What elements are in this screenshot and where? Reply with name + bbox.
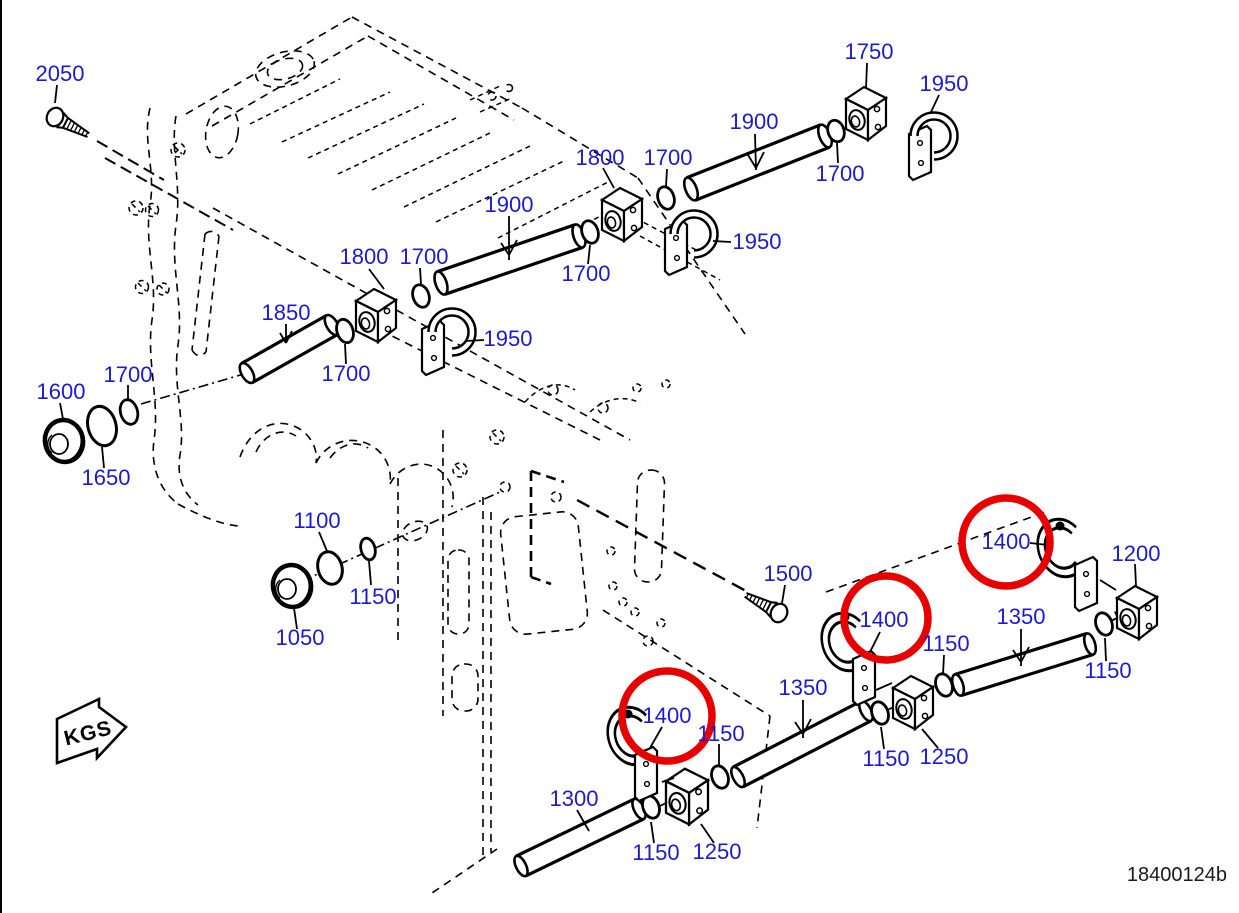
part-label-1700[interactable]: 1700	[321, 361, 371, 386]
kgs-arrow-icon	[55, 696, 128, 765]
part-label-1500[interactable]: 1500	[763, 561, 813, 586]
tube-1300	[513, 797, 647, 878]
kgs-stamp: KGS	[55, 696, 128, 765]
oring-1150-a	[359, 536, 377, 562]
oring-1700-b	[335, 317, 355, 345]
part-label-1150[interactable]: 1150	[922, 631, 970, 656]
part-label-1250[interactable]: 1250	[692, 839, 742, 864]
oring-1100	[316, 550, 344, 586]
block-1750	[844, 85, 888, 142]
part-label-1750[interactable]: 1750	[844, 39, 894, 64]
oring-1700-left	[118, 398, 140, 426]
part-label-1400-circled[interactable]: 1400	[859, 607, 909, 632]
leader-lines	[54, 62, 1137, 844]
part-label-1300[interactable]: 1300	[549, 786, 599, 811]
part-label-1400-circled[interactable]: 1400	[642, 703, 692, 728]
part-label-1700[interactable]: 1700	[643, 145, 693, 170]
oring-1650	[86, 404, 118, 448]
part-label-1950[interactable]: 1950	[732, 229, 782, 254]
part-label-1950[interactable]: 1950	[483, 326, 533, 351]
oring-1700-e	[656, 185, 676, 211]
oring-1700-c	[411, 283, 431, 309]
tube-1350-left	[729, 699, 875, 789]
tube-1350-right	[950, 631, 1098, 698]
oring-1700-d	[580, 219, 600, 245]
page-edge-line	[0, 0, 2, 913]
part-label-1900[interactable]: 1900	[729, 109, 779, 134]
oring-1700-f	[826, 118, 846, 144]
part-label-1350[interactable]: 1350	[778, 675, 828, 700]
plug-1600	[41, 417, 87, 466]
part-label-1150[interactable]: 1150	[697, 721, 745, 746]
engine-block-outline	[128, 16, 1046, 894]
oring-1150-c	[710, 764, 730, 790]
highlight-circle-2	[840, 572, 932, 664]
part-label-1900[interactable]: 1900	[484, 192, 534, 217]
clip-1950-right	[908, 109, 961, 182]
highlight-circle-3	[958, 494, 1054, 590]
block-1200	[1115, 584, 1159, 641]
bolt-2050	[42, 103, 95, 144]
part-label-1800[interactable]: 1800	[575, 145, 625, 170]
part-label-1850[interactable]: 1850	[261, 300, 311, 325]
oring-1150-f	[1094, 611, 1114, 637]
block-1250-right	[891, 674, 935, 731]
clip-1950-middle	[665, 207, 721, 277]
part-label-1150[interactable]: 1150	[862, 746, 910, 771]
part-label-1950[interactable]: 1950	[919, 71, 969, 96]
part-label-1600[interactable]: 1600	[36, 379, 86, 404]
part-label-1050[interactable]: 1050	[275, 625, 325, 650]
part-label-1800[interactable]: 1800	[339, 244, 389, 269]
part-label-1150[interactable]: 1150	[632, 840, 680, 865]
part-label-1700[interactable]: 1700	[561, 261, 611, 286]
part-label-1700[interactable]: 1700	[399, 244, 449, 269]
tube-1900-left	[433, 223, 587, 296]
block-1800-right	[600, 186, 644, 243]
part-label-1250[interactable]: 1250	[919, 744, 969, 769]
oring-1150-d	[870, 700, 890, 726]
document-number: 18400124b	[1126, 864, 1227, 886]
part-label-1150[interactable]: 1150	[349, 584, 397, 609]
part-label-1150[interactable]: 1150	[1084, 658, 1132, 683]
part-label-1650[interactable]: 1650	[81, 465, 131, 490]
part-label-1400-circled[interactable]: 1400	[981, 529, 1031, 554]
part-label-1100[interactable]: 1100	[293, 508, 341, 533]
clip-1400-right	[1035, 519, 1099, 613]
highlight-circles	[618, 494, 1054, 765]
part-label-1700[interactable]: 1700	[103, 362, 153, 387]
block-1250-left	[664, 767, 710, 826]
part-label-1700[interactable]: 1700	[815, 161, 865, 186]
plug-1050	[269, 562, 315, 611]
part-label-2050[interactable]: 2050	[35, 61, 85, 86]
block-1800-left	[354, 287, 398, 344]
part-label-1350[interactable]: 1350	[996, 604, 1046, 629]
part-label-1200[interactable]: 1200	[1111, 541, 1161, 566]
centerlines	[96, 140, 1132, 813]
highlight-circle-1	[618, 667, 716, 765]
